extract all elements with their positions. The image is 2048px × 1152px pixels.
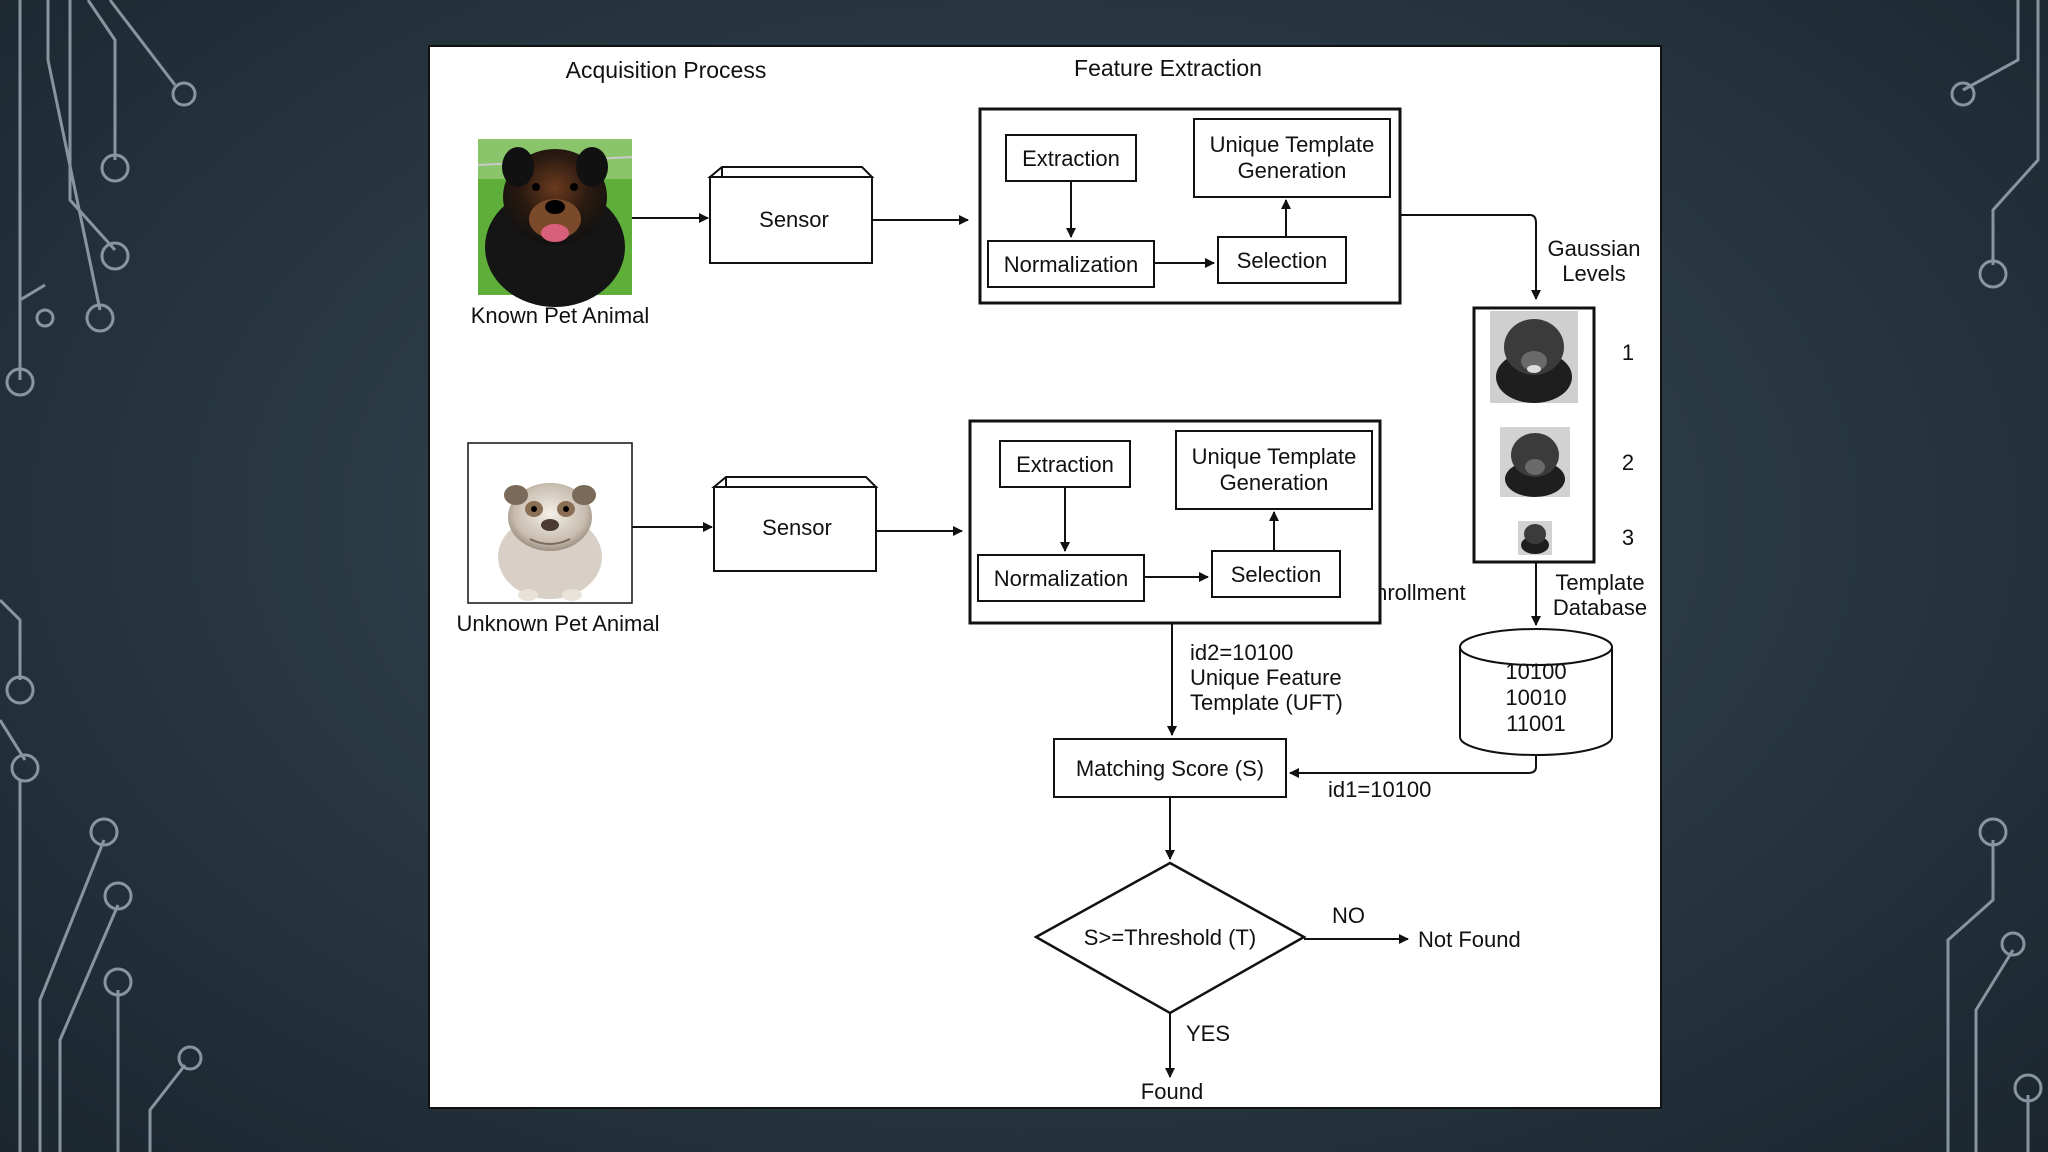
unknown-sensor-box: Sensor (711, 476, 879, 572)
unknown-pet-caption: Unknown Pet Animal (457, 611, 660, 636)
template-database-label-1: Template (1555, 570, 1644, 595)
unknown-selection-box (1211, 550, 1341, 598)
gaussian-level-2-image (1500, 427, 1570, 497)
unknown-normalization-label: Normalization (994, 566, 1129, 591)
known-sensor-label: Sensor (759, 207, 829, 232)
known-normalization-box (987, 240, 1155, 288)
found-label: Found (1141, 1079, 1203, 1104)
template-db-entry-1: 10100 (1505, 659, 1566, 684)
template-db-entry-3: 11001 (1506, 711, 1566, 736)
unknown-utg-label-1: Unique Template (1192, 444, 1357, 469)
unknown-utg-box (1175, 430, 1373, 510)
circuit-decoration-right (1946, 0, 2043, 1152)
template-db-entry-2: 10010 (1505, 685, 1566, 710)
diagram-slide: Acquisition Process Feature Extraction K… (428, 45, 1662, 1109)
template-database-label-2: Database (1553, 595, 1647, 620)
acquisition-heading: Acquisition Process (566, 57, 767, 83)
uft-label-2: Unique Feature (1190, 665, 1342, 690)
not-found-label: Not Found (1418, 927, 1521, 952)
unknown-selection-label: Selection (1231, 562, 1322, 587)
known-extraction-label: Extraction (1022, 146, 1120, 171)
id1-label: id1=10100 (1328, 777, 1431, 802)
no-label: NO (1332, 903, 1365, 928)
threshold-decision-label: S>=Threshold (T) (1084, 925, 1256, 950)
gaussian-label-2: Levels (1562, 261, 1626, 286)
known-utg-box (1193, 118, 1391, 198)
known-normalization-label: Normalization (1004, 252, 1139, 277)
unknown-sensor-label: Sensor (762, 515, 832, 540)
matching-score-label: Matching Score (S) (1076, 756, 1264, 781)
matching-score-box (1053, 738, 1287, 798)
circuit-decoration-left (0, 0, 203, 1152)
uft-id2-label: id2=10100 (1190, 640, 1293, 665)
template-database-cylinder (1459, 628, 1613, 756)
gaussian-level-3-number: 3 (1622, 525, 1634, 550)
known-utg-label-1: Unique Template (1210, 132, 1375, 157)
known-sensor-box: Sensor (707, 166, 875, 264)
known-selection-label: Selection (1237, 248, 1328, 273)
pet-identification-flowchart: Acquisition Process Feature Extraction K… (457, 55, 1648, 1104)
known-pet-caption: Known Pet Animal (471, 303, 650, 328)
unknown-utg-label-2: Generation (1220, 470, 1329, 495)
yes-label: YES (1186, 1021, 1230, 1046)
gaussian-label-1: Gaussian (1548, 236, 1641, 261)
gaussian-level-1-image (1490, 311, 1578, 403)
uft-label-3: Template (UFT) (1190, 690, 1343, 715)
known-utg-label-2: Generation (1238, 158, 1347, 183)
unknown-extraction-label: Extraction (1016, 452, 1114, 477)
known-selection-box (1217, 236, 1347, 284)
gaussian-level-3-image (1518, 521, 1552, 555)
known-pet-photo (477, 139, 633, 307)
gaussian-level-1-number: 1 (1622, 340, 1634, 365)
feature-extraction-heading: Feature Extraction (1074, 55, 1262, 81)
unknown-pet-photo (467, 442, 633, 604)
gaussian-level-2-number: 2 (1622, 450, 1634, 475)
